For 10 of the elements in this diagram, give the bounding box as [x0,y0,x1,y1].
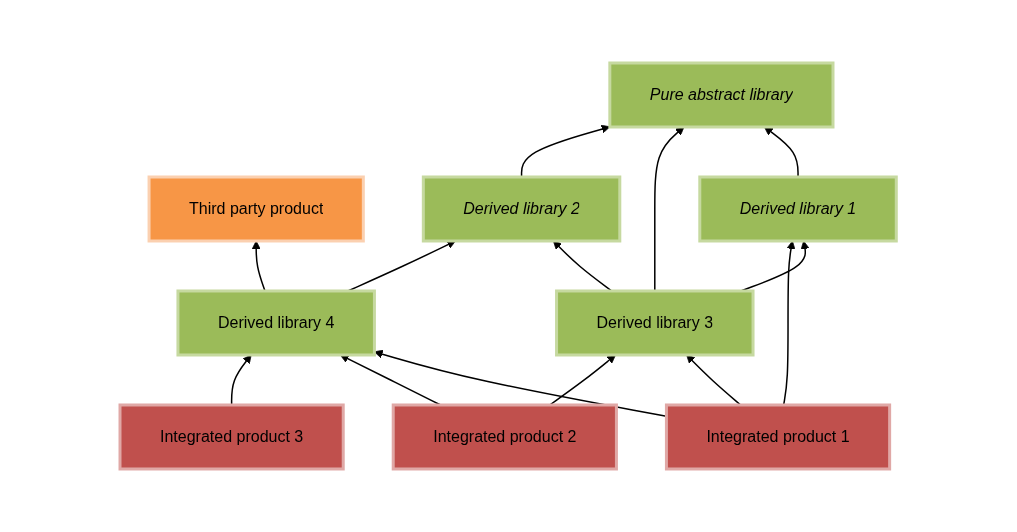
node-box: Integrated product 1 [665,403,892,471]
node-box: Integrated product 3 [118,403,346,471]
node-box: Integrated product 2 [392,403,619,471]
node-box: Third party product [147,175,366,243]
node-box: Derived library 3 [555,289,755,357]
node-box: Derived library 4 [176,289,377,357]
node-box: Derived library 1 [698,175,899,243]
node-box: Pure abstract library [608,61,835,129]
node-box: Derived library 2 [422,175,622,243]
arrow [521,124,611,178]
